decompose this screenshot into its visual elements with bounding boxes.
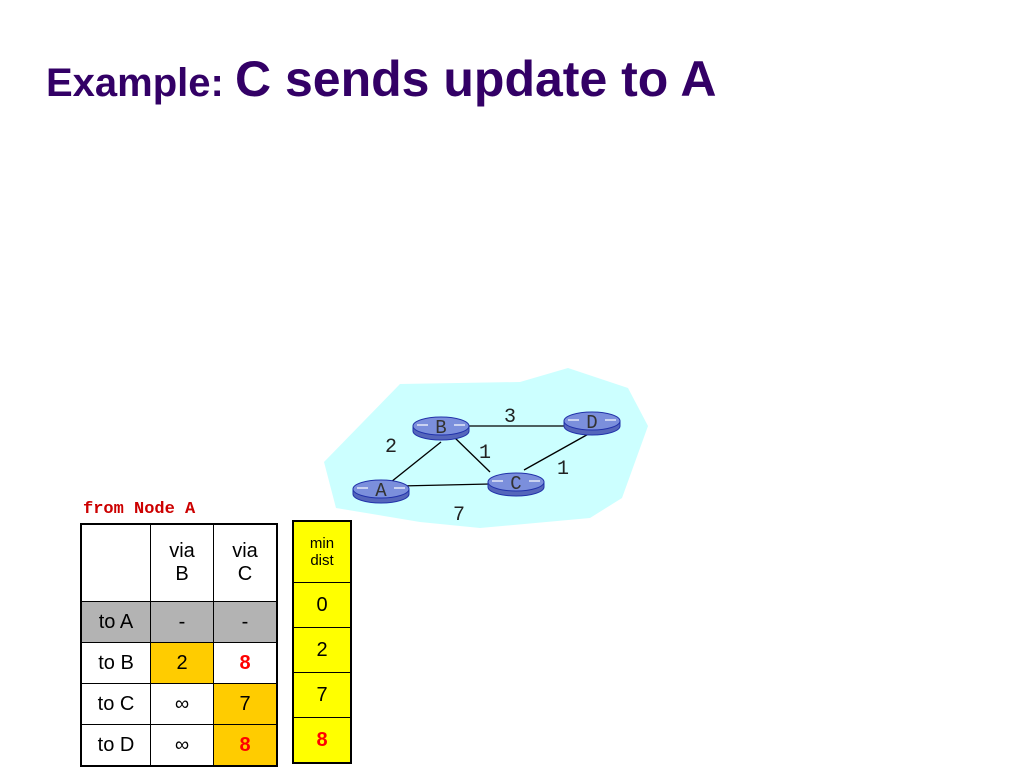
node-label-c: C <box>510 473 521 495</box>
table-row-to-d: to D ∞ 8 <box>80 724 278 767</box>
edge-weight-a-b: 2 <box>385 436 397 459</box>
row-label: to C <box>80 683 151 725</box>
node-label-d: D <box>586 412 597 434</box>
edge-weight-b-d: 3 <box>504 406 516 429</box>
edge-b-c <box>453 436 491 473</box>
header-cell-empty <box>80 523 151 602</box>
table-source-label: from Node A <box>83 500 196 519</box>
edge-weight-c-d: 1 <box>557 458 569 481</box>
router-node-c: C <box>487 472 545 497</box>
row-label: to A <box>80 601 151 643</box>
table-row-to-b: to B 2 8 <box>80 642 278 684</box>
cost-cell: - <box>150 601 214 643</box>
row-label: to D <box>80 724 151 767</box>
row-label: to B <box>80 642 151 684</box>
min-dist-row: 2 <box>292 627 352 673</box>
title-main: C sends update to A <box>234 51 717 107</box>
min-dist-value: 0 <box>292 582 352 628</box>
min-dist-row: 7 <box>292 672 352 718</box>
title-prefix: Example: <box>46 61 235 105</box>
min-dist-row: 8 <box>292 717 352 764</box>
edge-weight-a-c: 7 <box>453 504 465 527</box>
edge-weight-b-c: 1 <box>479 442 491 465</box>
cost-cell-highlighted-updated: 8 <box>213 724 278 767</box>
table-row-to-c: to C ∞ 7 <box>80 683 278 725</box>
edge-c-d <box>523 431 593 471</box>
edge-a-c <box>399 483 491 487</box>
min-dist-row: 0 <box>292 582 352 628</box>
cost-cell: - <box>213 601 278 643</box>
cost-cell-highlighted: 7 <box>213 683 278 725</box>
cost-cell: ∞ <box>150 724 214 767</box>
node-label-a: A <box>375 480 387 502</box>
cost-cell-updated: 8 <box>213 642 278 684</box>
slide-title: Example: C sends update to A <box>46 50 717 108</box>
min-dist-value-updated: 8 <box>292 717 352 764</box>
table-row-to-a: to A - - <box>80 601 278 643</box>
node-label-b: B <box>435 417 446 439</box>
min-dist-value: 7 <box>292 672 352 718</box>
min-dist-value: 2 <box>292 627 352 673</box>
router-node-a: A <box>352 479 410 504</box>
cost-cell-highlighted: 2 <box>150 642 214 684</box>
cost-cell: ∞ <box>150 683 214 725</box>
router-node-d: D <box>563 411 621 436</box>
router-node-b: B <box>412 416 470 441</box>
